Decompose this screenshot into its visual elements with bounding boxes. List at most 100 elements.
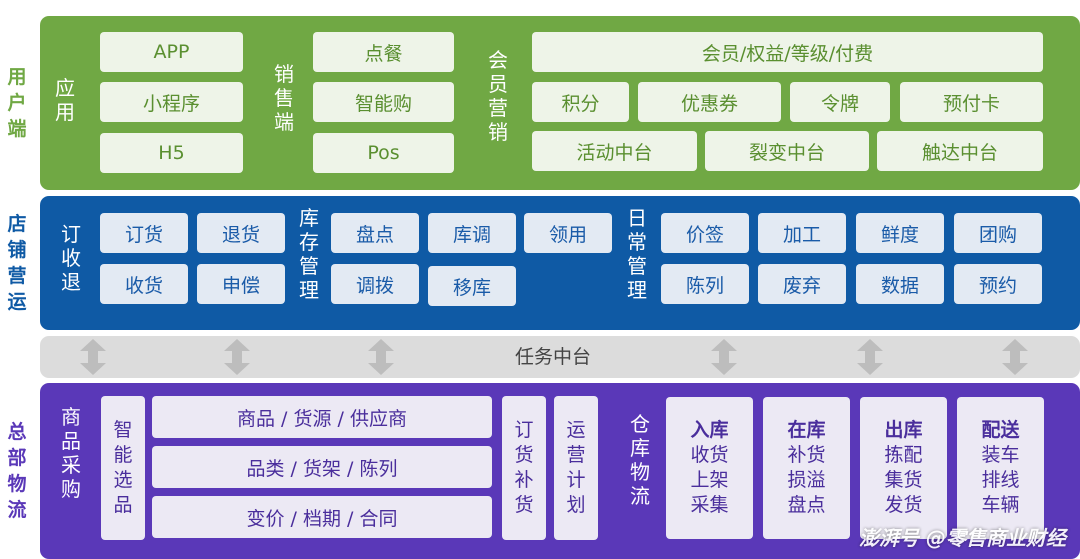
- side-hq-char: 物: [7, 473, 27, 495]
- daily-label-char: 常: [627, 230, 647, 254]
- stack-item: 上架: [690, 469, 729, 491]
- h5-box: H5: [100, 133, 243, 173]
- ops-plan-char: 营: [566, 444, 586, 466]
- smart-selection-char: 品: [113, 494, 133, 516]
- side-user-char: 端: [7, 118, 27, 140]
- token-box: 令牌: [790, 82, 890, 122]
- sales-label: 销售端: [271, 62, 297, 134]
- operation-plan-box: 运营计划: [554, 396, 598, 540]
- points-box: 积分: [532, 82, 629, 122]
- order-label-char: 订: [61, 222, 81, 246]
- task-center-band: [40, 336, 1080, 378]
- stock-adjust-box: 库调: [428, 213, 516, 253]
- smart-selection-char: 选: [113, 469, 133, 491]
- category-shelf-display-box: 品类 / 货架 / 陈列: [152, 446, 492, 488]
- smart-selection-box: 智能选品: [101, 396, 145, 540]
- sales-label-char: 端: [274, 110, 294, 134]
- side-store-char: 店: [7, 213, 27, 235]
- warehouse-label-char: 库: [630, 436, 650, 460]
- goods-label-char: 品: [61, 429, 81, 453]
- daily-label-char: 日: [627, 206, 647, 230]
- member-label: 会员营销: [485, 48, 511, 144]
- price-tag-box: 价签: [661, 213, 749, 253]
- double-arrow-icon: [368, 339, 394, 375]
- stack-item: 补货: [787, 444, 826, 466]
- member-label-char: 销: [488, 120, 508, 144]
- order-label-char: 收: [61, 246, 81, 270]
- stack-item: 拣配: [884, 444, 923, 466]
- member-label-char: 会: [488, 48, 508, 72]
- goods-label-char: 商: [61, 405, 81, 429]
- processing-box: 加工: [758, 213, 846, 253]
- side-hq-char: 总: [7, 421, 27, 443]
- stack-item: 排线: [981, 469, 1020, 491]
- daily-label: 日常管理: [624, 206, 650, 302]
- stack-item: 采集: [690, 494, 729, 516]
- stack-head: 配送: [981, 419, 1020, 441]
- stock-label-char: 管: [299, 254, 319, 278]
- stack-item: 装车: [981, 444, 1020, 466]
- side-user-char: 用: [7, 66, 27, 88]
- transfer-box: 调拨: [331, 264, 419, 304]
- reservation-box: 预约: [954, 264, 1042, 304]
- ops-plan-char: 划: [566, 494, 586, 516]
- order-label: 订收退: [58, 222, 84, 294]
- apps-label-char: 用: [55, 100, 75, 124]
- claim-box: 申偿: [197, 264, 285, 304]
- discard-box: 废弃: [758, 264, 846, 304]
- inventory-count-box: 盘点: [331, 213, 419, 253]
- smart-selection-char: 能: [113, 444, 133, 466]
- order-replenish-char: 货: [514, 444, 534, 466]
- goods-source-supplier-box: 商品 / 货源 / 供应商: [152, 396, 492, 438]
- pos-box: Pos: [313, 133, 454, 173]
- stack-item: 损溢: [787, 469, 826, 491]
- stack-item: 盘点: [787, 494, 826, 516]
- side-hq-char: 部: [7, 447, 27, 469]
- double-arrow-icon: [711, 339, 737, 375]
- stack-item: 车辆: [981, 494, 1020, 516]
- return-goods-box: 退货: [197, 213, 285, 253]
- warehouse-label-char: 物: [630, 460, 650, 484]
- app-box: APP: [100, 32, 243, 72]
- data-box: 数据: [856, 264, 944, 304]
- prepaid-card-box: 预付卡: [900, 82, 1043, 122]
- goods-label-char: 购: [61, 477, 81, 501]
- side-user-char: 户: [7, 92, 27, 114]
- delivery-stack: 配送装车排线车辆: [957, 397, 1044, 539]
- stack-head: 入库: [690, 419, 729, 441]
- side-store-char: 营: [7, 265, 27, 287]
- inbound-stack: 入库收货上架采集: [666, 397, 753, 539]
- member-rights-box: 会员/权益/等级/付费: [532, 32, 1043, 72]
- warehouse-label-char: 仓: [630, 412, 650, 436]
- activity-center-box: 活动中台: [532, 131, 697, 171]
- stock-label-char: 存: [299, 230, 319, 254]
- double-arrow-icon: [224, 339, 250, 375]
- apps-label: 应用: [52, 76, 78, 124]
- side-label-store: 店铺营运: [0, 196, 34, 330]
- sales-label-char: 售: [274, 86, 294, 110]
- goods-label-char: 采: [61, 453, 81, 477]
- daily-label-char: 理: [627, 278, 647, 302]
- double-arrow-icon: [80, 339, 106, 375]
- task-center-label: 任务中台: [515, 346, 592, 368]
- smart-selection-char: 智: [113, 419, 133, 441]
- warehouse-label-char: 流: [630, 484, 650, 508]
- mini-program-box: 小程序: [100, 82, 243, 122]
- member-label-char: 营: [488, 96, 508, 120]
- watermark: 澎湃号 @零售商业财经: [859, 526, 1066, 550]
- stack-head: 出库: [884, 419, 923, 441]
- group-buy-box: 团购: [954, 213, 1042, 253]
- side-store-char: 铺: [7, 239, 27, 261]
- double-arrow-icon: [1002, 339, 1028, 375]
- side-label-hq: 总部物流: [0, 383, 34, 559]
- stock-label: 库存管理: [296, 206, 322, 302]
- daily-label-char: 管: [627, 254, 647, 278]
- display-box: 陈列: [661, 264, 749, 304]
- side-store-char: 运: [7, 291, 27, 313]
- warehouse-logistics-label: 仓库物流: [627, 412, 653, 508]
- ops-plan-char: 计: [566, 469, 586, 491]
- order-replenish-char: 货: [514, 494, 534, 516]
- ops-plan-char: 运: [566, 419, 586, 441]
- order-goods-box: 订货: [100, 213, 188, 253]
- stock-label-char: 理: [299, 278, 319, 302]
